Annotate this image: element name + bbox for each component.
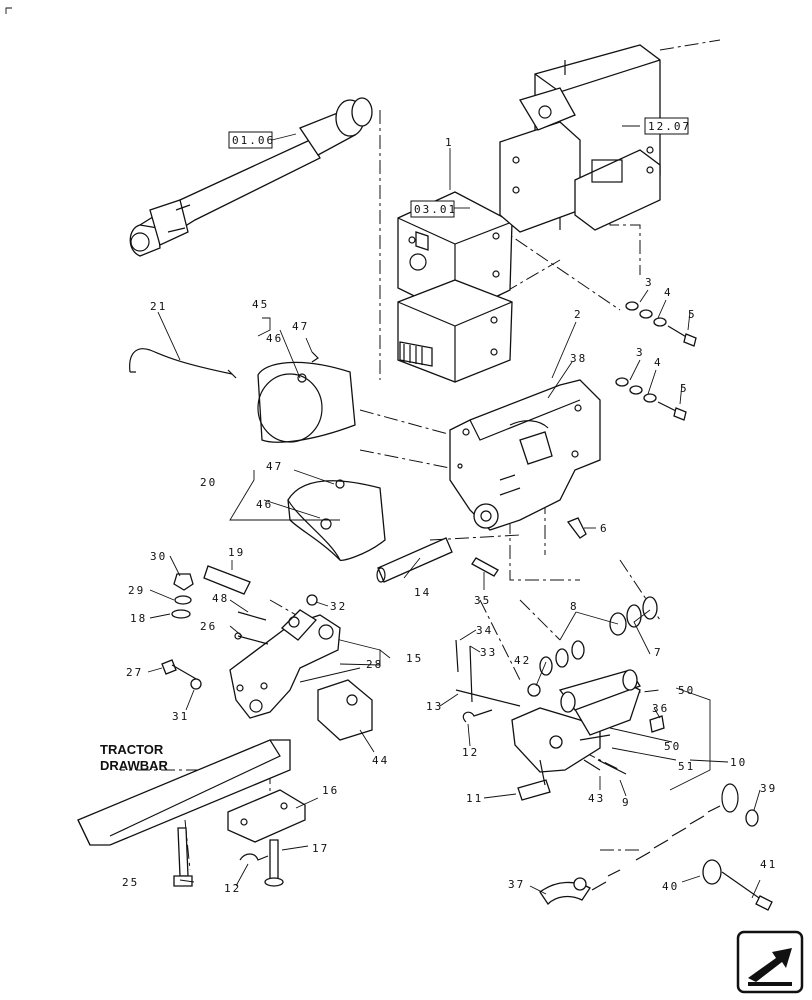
ref-box-pto[interactable]: 01.06 — [228, 131, 275, 149]
part-label-19: 19 — [228, 546, 245, 559]
part-number-labels: 1 2 3 3 4 4 5 5 6 7 8 9 10 11 12 12 13 1… — [122, 136, 777, 895]
leader-lines — [147, 125, 761, 899]
upper-shield — [257, 351, 356, 443]
part-label-4a: 4 — [664, 286, 673, 299]
part-label-28: 28 — [366, 658, 383, 671]
part-label-46a: 46 — [266, 332, 283, 345]
ref-box-frame-label: 12.07 — [648, 120, 691, 133]
fasteners-left — [161, 573, 269, 690]
part-label-17: 17 — [312, 842, 329, 855]
part-label-41: 41 — [760, 858, 777, 871]
part-label-14: 14 — [414, 586, 431, 599]
ref-box-gearbox-label: 03.01 — [414, 203, 457, 216]
next-page-arrow-icon — [736, 930, 804, 994]
part-label-5b: 5 — [680, 382, 689, 395]
part-label-33: 33 — [480, 646, 497, 659]
hitch-plate — [449, 379, 601, 531]
part-label-4b: 4 — [654, 356, 663, 369]
part-label-31: 31 — [172, 710, 189, 723]
tractor-drawbar — [77, 739, 306, 887]
part-label-40: 40 — [662, 880, 679, 893]
part-label-44: 44 — [372, 754, 389, 767]
part-label-48: 48 — [212, 592, 229, 605]
pin-35 — [471, 557, 499, 577]
part-label-18: 18 — [130, 612, 147, 625]
part-label-27: 27 — [126, 666, 143, 679]
part-label-47b: 47 — [266, 460, 283, 473]
fasteners-right — [615, 301, 697, 421]
part-label-26: 26 — [200, 620, 217, 633]
part-label-8: 8 — [570, 600, 579, 613]
part-label-12b: 12 — [224, 882, 241, 895]
part-label-3a: 3 — [645, 276, 654, 289]
part-label-10: 10 — [730, 756, 747, 769]
pin-19 — [203, 565, 251, 595]
pin-14 — [377, 537, 453, 583]
part-label-50a: 50 — [678, 684, 695, 697]
part-label-50b: 50 — [664, 740, 681, 753]
part-label-12a: 12 — [462, 746, 479, 759]
callout-line-1: TRACTOR — [100, 742, 164, 757]
part-label-16: 16 — [322, 784, 339, 797]
part-label-20: 20 — [200, 476, 217, 489]
part-label-30: 30 — [150, 550, 167, 563]
part-label-6: 6 — [600, 522, 609, 535]
part-label-1: 1 — [445, 136, 454, 149]
callout-line-2: DRAWBAR — [100, 758, 168, 773]
ref-box-gearbox[interactable]: 03.01 — [410, 200, 457, 218]
clevis-assembly — [229, 594, 341, 719]
part-label-3b: 3 — [636, 346, 645, 359]
part-label-43: 43 — [588, 792, 605, 805]
part-label-38: 38 — [570, 352, 587, 365]
part-label-46b: 46 — [256, 498, 273, 511]
part-label-32: 32 — [330, 600, 347, 613]
part-label-9: 9 — [622, 796, 631, 809]
corner-mark — [5, 7, 12, 14]
part-label-35: 35 — [474, 594, 491, 607]
part-label-5a: 5 — [688, 308, 697, 321]
part-label-21: 21 — [150, 300, 167, 313]
part-label-11: 11 — [466, 792, 483, 805]
pto-driveshaft — [129, 97, 373, 257]
part-label-36: 36 — [652, 702, 669, 715]
hitch-jaw — [455, 639, 641, 801]
part-label-47a: 47 — [292, 320, 309, 333]
part-label-42: 42 — [514, 654, 531, 667]
ref-box-frame[interactable]: 12.07 — [644, 117, 691, 135]
bracket-44 — [317, 679, 373, 741]
part-label-25: 25 — [122, 876, 139, 889]
next-page-button[interactable] — [736, 930, 804, 994]
ref-box-pto-label: 01.06 — [232, 134, 275, 147]
part-label-15: 15 — [406, 652, 423, 665]
part-label-51: 51 — [678, 760, 695, 773]
part-label-7: 7 — [654, 646, 663, 659]
part-label-2: 2 — [574, 308, 583, 321]
part-label-29: 29 — [128, 584, 145, 597]
part-label-39: 39 — [760, 782, 777, 795]
part-label-34: 34 — [476, 624, 493, 637]
part-label-45: 45 — [252, 298, 269, 311]
hose — [129, 348, 233, 375]
part-label-13: 13 — [426, 700, 443, 713]
safety-chain — [539, 783, 773, 911]
part-label-37: 37 — [508, 878, 525, 891]
gearbox-assembly — [397, 191, 513, 383]
frame-bracket — [499, 44, 661, 233]
lower-shield — [287, 479, 386, 562]
